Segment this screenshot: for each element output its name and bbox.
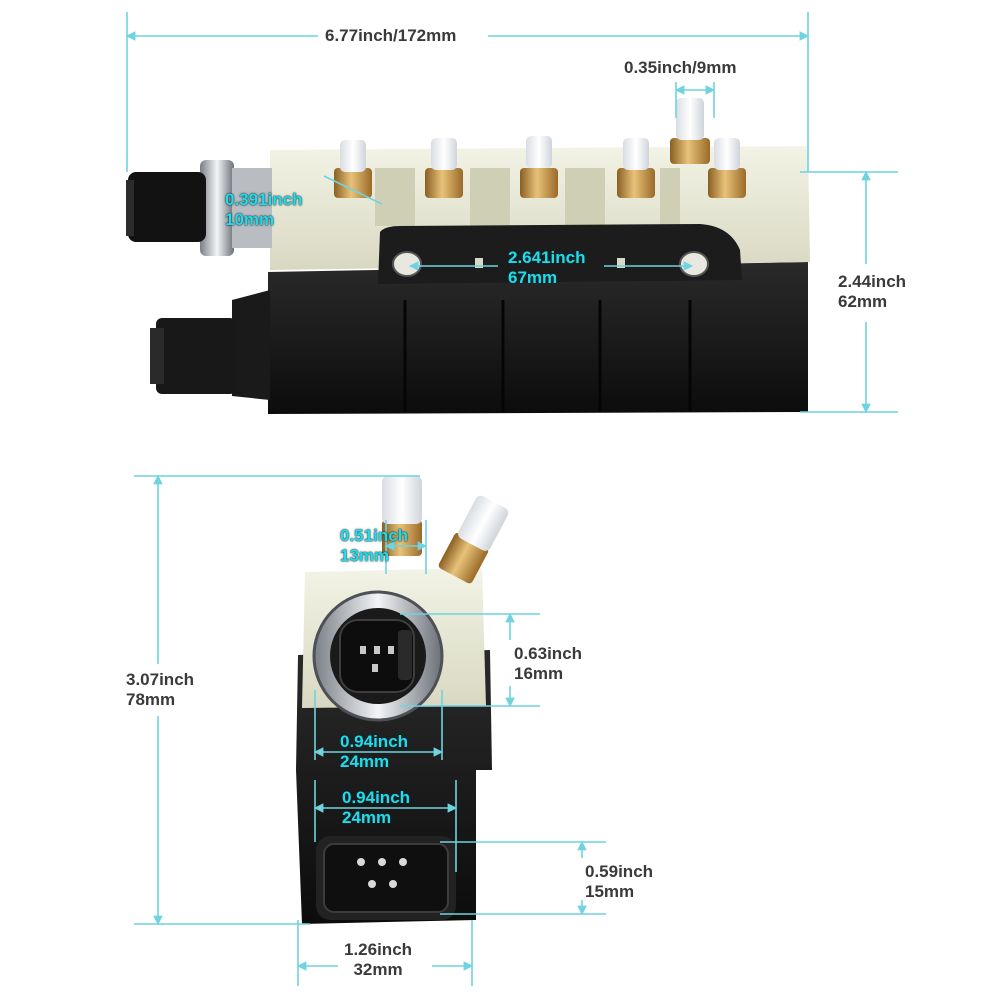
valve-block-end-view (296, 476, 509, 924)
connector-width-inch: 0.94inch (342, 788, 411, 807)
port-width-label: 0.35inch/9mm (624, 58, 737, 77)
mount-spacing-inch: 2.641inch (508, 248, 586, 267)
side-height-label: 2.44inch 62mm (838, 272, 906, 312)
end-width-mm: 32mm (353, 960, 403, 979)
fitting-width-inch: 0.391inch (225, 190, 303, 209)
fitting-width-label: 0.391inch 10mm (225, 190, 303, 230)
connector-height-mm: 15mm (585, 882, 635, 901)
connector-height-inch: 0.59inch (585, 862, 654, 881)
sensor-width-label: 0.94inch 24mm (340, 732, 408, 772)
dimension-lines (125, 12, 898, 986)
end-height-mm: 78mm (126, 690, 176, 709)
side-height-inch: 2.44inch (838, 272, 907, 291)
side-height-mm: 62mm (838, 292, 888, 311)
mount-spacing-mm: 67mm (508, 268, 558, 287)
end-port-width-label: 0.51inch 13mm (340, 526, 408, 566)
sensor-height-inch: 0.63inch (514, 644, 583, 663)
end-port-width-mm: 13mm (340, 546, 390, 565)
valve-block-side-view (126, 98, 810, 414)
connector-width-mm: 24mm (342, 808, 392, 827)
fitting-width-mm: 10mm (225, 210, 275, 229)
end-width-label: 1.26inch 32mm (344, 940, 412, 980)
sensor-height-mm: 16mm (514, 664, 564, 683)
sensor-width-mm: 24mm (340, 752, 390, 771)
end-height-label: 3.07inch 78mm (126, 670, 194, 710)
sensor-width-inch: 0.94inch (340, 732, 409, 751)
end-width-inch: 1.26inch (344, 940, 413, 959)
connector-height-label: 0.59inch 15mm (585, 862, 653, 902)
overall-length-label: 6.77inch/172mm (325, 26, 457, 45)
connector-width-label: 0.94inch 24mm (342, 788, 410, 828)
mount-spacing-label: 2.641inch 67mm (508, 248, 586, 288)
sensor-height-label: 0.63inch 16mm (514, 644, 582, 684)
end-height-inch: 3.07inch (126, 670, 195, 689)
end-port-width-inch: 0.51inch (340, 526, 409, 545)
